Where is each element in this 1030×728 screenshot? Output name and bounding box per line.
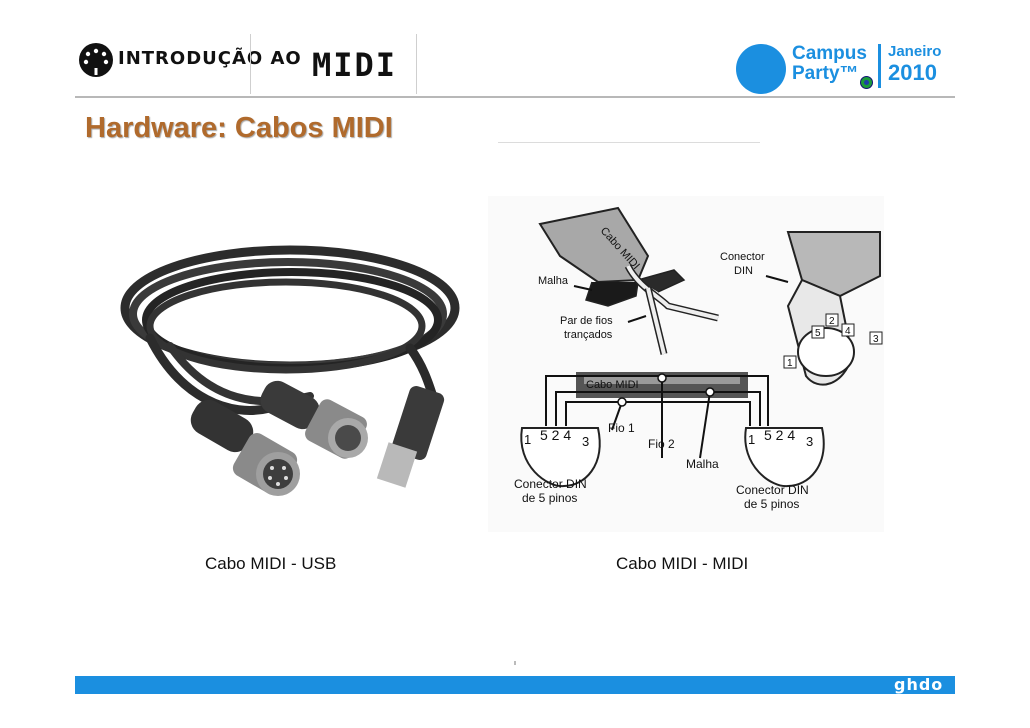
event-month: Janeiro [888, 43, 942, 60]
logo-separator [878, 44, 881, 88]
right-din-face [744, 427, 825, 488]
pin-number: 1 [787, 358, 793, 369]
diagram-label: Fio 1 [608, 421, 635, 435]
pin-number: 4 [845, 326, 851, 337]
diagram-label: Conector DIN [514, 477, 587, 491]
usb-plug [376, 385, 445, 488]
arrow [573, 285, 593, 291]
pin-number: 1 [524, 432, 531, 447]
diagram-label: Malha [538, 275, 569, 287]
diagram-label: DIN [734, 265, 753, 277]
header-divider [416, 34, 417, 94]
diagram-label: Cabo MIDI [586, 379, 639, 391]
footer-marker [514, 661, 516, 665]
title-underline [498, 142, 760, 143]
diagram-label: Conector [720, 251, 765, 263]
campus-line: Campus [792, 43, 867, 64]
pin-number: 1 [748, 432, 755, 447]
event-year: 2010 [888, 60, 937, 85]
arrow [765, 275, 789, 283]
diagram-label: Malha [686, 457, 719, 471]
caption-midi-midi: Cabo MIDI - MIDI [616, 554, 749, 573]
brazil-flag-icon [860, 76, 873, 89]
campus-party-logo-icon [736, 44, 786, 94]
din-plug-2 [190, 399, 300, 496]
intro-title-text: INTRODUÇÃO AO [118, 48, 302, 69]
wire-junction [617, 397, 627, 407]
header-rule [75, 96, 955, 98]
midi-logo: MIDI [312, 46, 398, 84]
footer-logo: ghdo [894, 675, 944, 694]
wire-junction [705, 387, 715, 397]
footer-bar [75, 676, 955, 694]
diagram-label: de 5 pinos [522, 491, 577, 505]
pin-number: 3 [582, 434, 589, 449]
midi-midi-cable-diagram: Cabo MIDI Malha Par de fios trançados Co… [488, 196, 884, 532]
header-divider [250, 34, 251, 94]
pin-label-box [811, 325, 825, 339]
din-plug-face [797, 327, 855, 377]
pin-label-box [841, 323, 855, 337]
shield-braid [585, 281, 639, 307]
midi-usb-cable-photo [120, 245, 460, 496]
pin-label-box [869, 331, 883, 345]
pin-number: 5 [815, 328, 821, 339]
slide-title: Hardware: Cabos MIDI [85, 112, 393, 144]
left-din-face [520, 427, 601, 488]
pin-label-box [825, 313, 839, 327]
arrow [627, 315, 647, 323]
diagram-label: Par de fios [560, 315, 613, 327]
diagram-label: Conector DIN [736, 483, 809, 497]
diagram-label: Fio 2 [648, 437, 675, 451]
diagram-label: de 5 pinos [744, 497, 799, 511]
din-plug-1 [260, 380, 368, 459]
pin-label-box [783, 355, 797, 369]
event-date: Janeiro 2010 [888, 43, 941, 85]
din-connector-icon [79, 43, 113, 77]
twisted-wire [646, 287, 666, 355]
wire-junction [657, 373, 667, 383]
party-line: Party™ [792, 63, 859, 84]
wire-lines [545, 375, 769, 459]
pin-numbers: 5 2 4 [540, 427, 571, 443]
campus-party-text: Campus Party™ [792, 44, 867, 84]
pin-number: 2 [829, 316, 835, 327]
diagram-label: trançados [564, 329, 613, 341]
pin-number: 3 [873, 334, 879, 345]
din-plug-body [786, 231, 881, 298]
pin-number: 3 [806, 434, 813, 449]
caption-midi-usb: Cabo MIDI - USB [205, 554, 337, 573]
pin-numbers: 5 2 4 [764, 427, 795, 443]
